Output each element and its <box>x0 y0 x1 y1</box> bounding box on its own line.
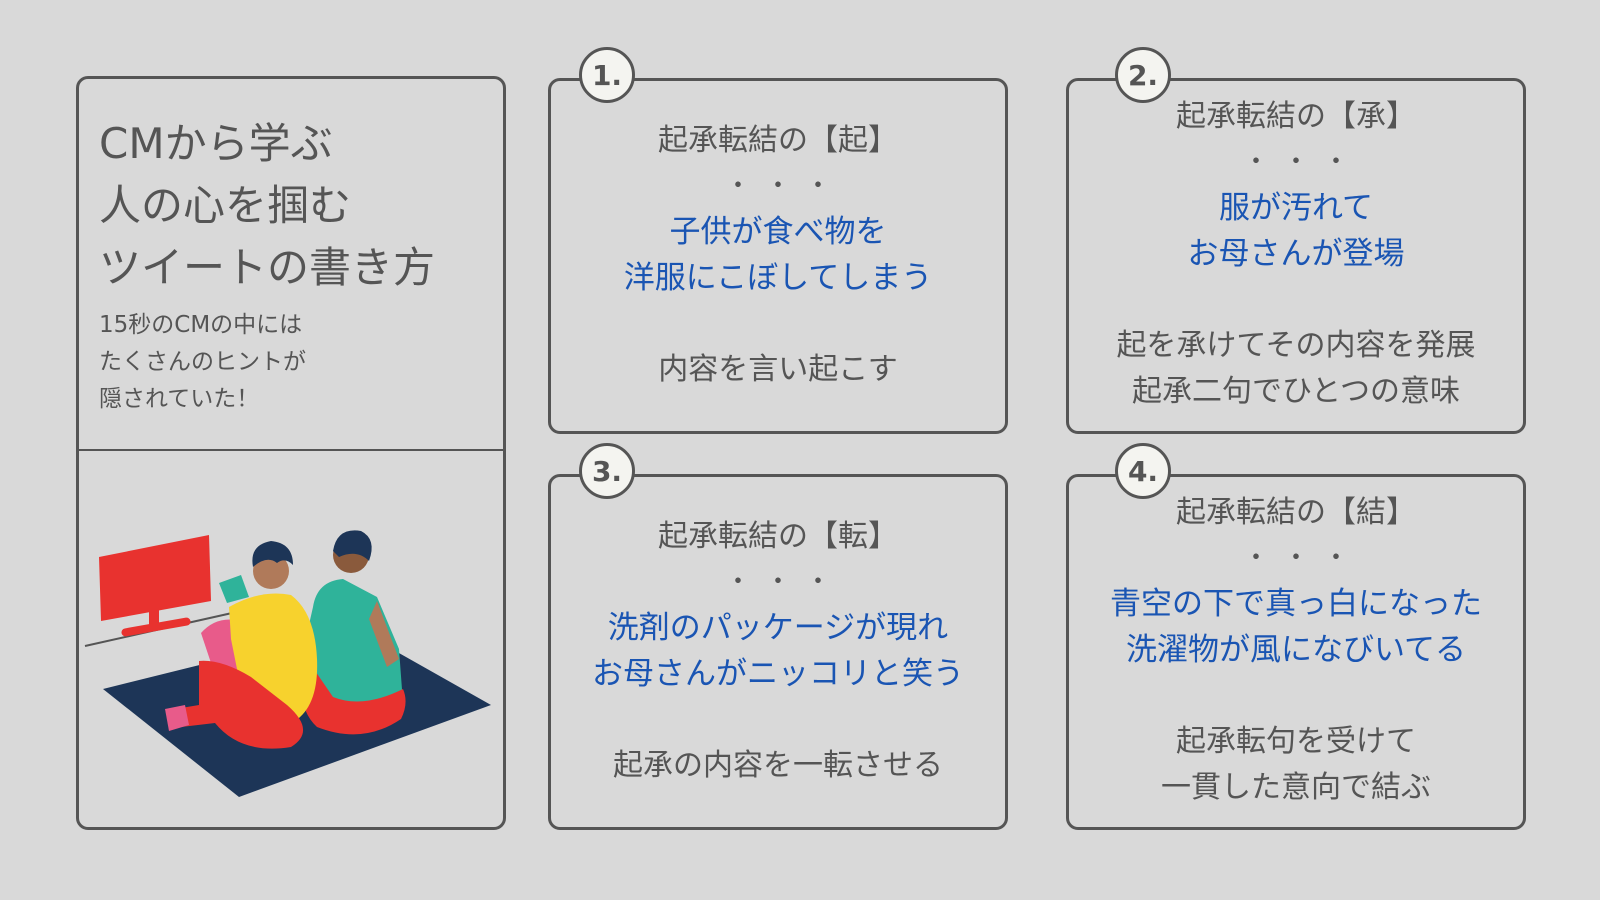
step-description: 起承転句を受けて 一貫した意向で結ぶ <box>1069 719 1523 811</box>
step-description-line: 内容を言い起こす <box>658 352 898 387</box>
cm-example-line: お母さんが登場 <box>1187 236 1405 272</box>
intro-divider <box>79 449 503 451</box>
intro-subtitle-line: 15秒のCMの中には <box>99 312 303 338</box>
cm-example-line: 子供が食べ物を <box>669 214 887 250</box>
cm-example-line: 洋服にこぼしてしまう <box>623 260 933 296</box>
step-content: 起承転結の【起】 ・・・ 子供が食べ物を 洋服にこぼしてしまう 内容を言い起こす <box>551 119 1005 393</box>
intro-panel: CMから学ぶ 人の心を掴む ツイートの書き方 15秒のCMの中には たくさんのヒ… <box>76 76 506 830</box>
step-heading: 起承転結の【結】 <box>1176 495 1416 530</box>
step-content: 起承転結の【転】 ・・・ 洗剤のパッケージが現れ お母さんがニッコリと笑う 起承… <box>551 515 1005 789</box>
cm-example-line: 服が汚れて <box>1218 190 1374 226</box>
television-icon <box>99 535 211 637</box>
ellipsis-dots: ・・・ <box>1242 543 1363 573</box>
step-description-line: 一貫した意向で結ぶ <box>1161 770 1431 805</box>
step-number-badge: 1. <box>579 47 635 103</box>
step-description-line: 起承二句でひとつの意味 <box>1132 374 1460 409</box>
spacer <box>1069 673 1523 719</box>
intro-title-line: ツイートの書き方 <box>99 243 436 292</box>
step-number-badge: 2. <box>1115 47 1171 103</box>
intro-title: CMから学ぶ 人の心を掴む ツイートの書き方 <box>99 113 435 299</box>
step-number-badge: 3. <box>579 443 635 499</box>
intro-title-line: 人の心を掴む <box>99 181 352 230</box>
ellipsis-dots: ・・・ <box>724 171 845 201</box>
step-description: 起承の内容を一転させる <box>551 743 1005 789</box>
cm-example-line: 洗濯物が風になびいてる <box>1125 632 1467 668</box>
person-teal-figure <box>301 530 406 735</box>
step-heading: 起承転結の【承】 <box>1176 99 1416 134</box>
step-card-sho: 2. 起承転結の【承】 ・・・ 服が汚れて お母さんが登場 起を承けてその内容を… <box>1066 47 1526 434</box>
step-heading: 起承転結の【起】 <box>658 123 898 158</box>
cm-example-line: 青空の下で真っ白になった <box>1110 586 1482 622</box>
spacer <box>551 697 1005 743</box>
step-description-line: 起を承けてその内容を発展 <box>1116 328 1476 363</box>
cm-example-text: 洗剤のパッケージが現れ お母さんがニッコリと笑う <box>551 605 1005 697</box>
step-card-ten: 3. 起承転結の【転】 ・・・ 洗剤のパッケージが現れ お母さんがニッコリと笑う… <box>548 443 1008 830</box>
step-description-line: 起承の内容を一転させる <box>613 748 943 783</box>
cm-example-line: 洗剤のパッケージが現れ <box>607 610 949 646</box>
step-card-ketsu: 4. 起承転結の【結】 ・・・ 青空の下で真っ白になった 洗濯物が風になびいてる… <box>1066 443 1526 830</box>
intro-subtitle-line: 隠されていた！ <box>99 386 260 412</box>
step-description: 内容を言い起こす <box>551 347 1005 393</box>
person-yellow-figure <box>165 541 318 749</box>
cm-example-text: 服が汚れて お母さんが登場 <box>1069 185 1523 277</box>
cm-example-line: お母さんがニッコリと笑う <box>592 656 964 692</box>
step-content: 起承転結の【承】 ・・・ 服が汚れて お母さんが登場 起を承けてその内容を発展 … <box>1069 95 1523 415</box>
cm-example-text: 青空の下で真っ白になった 洗濯物が風になびいてる <box>1069 581 1523 673</box>
tv-watching-illustration <box>84 530 491 797</box>
step-description: 起を承けてその内容を発展 起承二句でひとつの意味 <box>1069 323 1523 415</box>
step-content: 起承転結の【結】 ・・・ 青空の下で真っ白になった 洗濯物が風になびいてる 起承… <box>1069 491 1523 811</box>
spacer <box>1069 277 1523 323</box>
ellipsis-dots: ・・・ <box>724 567 845 597</box>
spacer <box>551 301 1005 347</box>
step-number-badge: 4. <box>1115 443 1171 499</box>
cm-example-text: 子供が食べ物を 洋服にこぼしてしまう <box>551 209 1005 301</box>
intro-subtitle-line: たくさんのヒントが <box>99 349 306 375</box>
intro-subtitle: 15秒のCMの中には たくさんのヒントが 隠されていた！ <box>99 307 306 418</box>
ellipsis-dots: ・・・ <box>1242 147 1363 177</box>
step-card-ki: 1. 起承転結の【起】 ・・・ 子供が食べ物を 洋服にこぼしてしまう 内容を言い… <box>548 47 1008 434</box>
step-heading: 起承転結の【転】 <box>658 519 898 554</box>
step-description-line: 起承転句を受けて <box>1176 724 1416 759</box>
intro-title-line: CMから学ぶ <box>99 119 333 168</box>
